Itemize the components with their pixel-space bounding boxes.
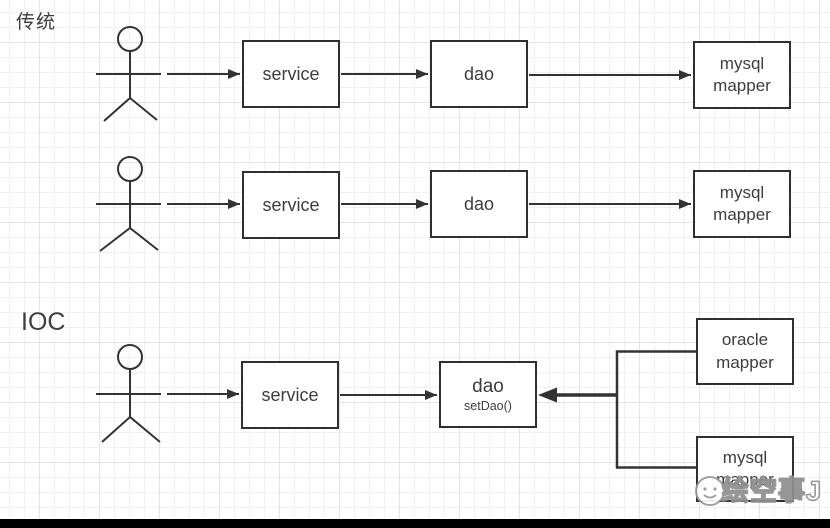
figure-head <box>117 26 143 52</box>
trad-row1-mysql-mapper-label: mysql mapper <box>713 53 771 95</box>
trad-row2-dao-label: dao <box>463 193 495 214</box>
trad-row2-mysql-mapper-box: mysql mapper <box>693 170 791 238</box>
junction-bracket-mappers <box>615 350 696 469</box>
section-label-traditional: 传统 <box>16 12 57 33</box>
ioc-oracle-mapper-box: oracle mapper <box>696 318 794 385</box>
stick-figure-ioc <box>96 344 161 443</box>
trad-row1-service-box: service <box>242 40 340 108</box>
figure-legs <box>103 96 158 122</box>
ioc-dao-box: dao setDao() <box>439 361 537 428</box>
trad-row1-mysql-mapper-box: mysql mapper <box>693 41 791 109</box>
ioc-oracle-mapper-label: oracle mapper <box>716 330 774 372</box>
trad-row1-service-label: service <box>262 63 320 84</box>
ioc-dao-method-label: setDao() <box>464 398 512 413</box>
watermark-text: 绘空事J <box>721 475 823 506</box>
watermark-face-icon <box>695 475 725 506</box>
trad-row1-dao-box: dao <box>430 40 528 108</box>
trad-row2-dao-box: dao <box>430 170 528 238</box>
trad-row2-mysql-mapper-label: mysql mapper <box>713 182 771 224</box>
trad-row2-service-box: service <box>242 171 340 239</box>
figure-legs <box>101 415 161 443</box>
figure-head <box>117 344 143 370</box>
ioc-dao-stack: dao setDao() <box>464 376 512 413</box>
stick-figure-traditional-2 <box>96 156 161 252</box>
ioc-dao-label: dao <box>472 376 504 398</box>
ioc-mysql-mapper-label: mysql mapper <box>716 447 774 489</box>
section-label-ioc: IOC <box>21 308 66 336</box>
figure-legs <box>99 226 159 252</box>
watermark: 绘空事J <box>692 469 822 508</box>
trad-row1-dao-label: dao <box>463 63 495 84</box>
trad-row2-service-label: service <box>262 194 320 215</box>
bottom-bar <box>0 519 830 528</box>
stick-figure-traditional-1 <box>96 26 161 122</box>
ioc-service-label: service <box>261 384 319 405</box>
arrow-inject-head <box>538 387 557 403</box>
figure-head <box>117 156 143 182</box>
ioc-service-box: service <box>241 361 339 429</box>
